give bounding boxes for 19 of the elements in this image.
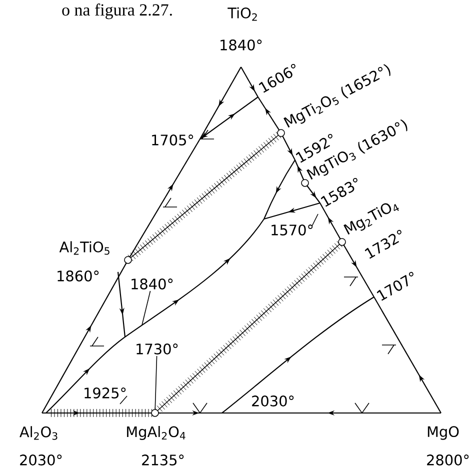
compound-label: MgO <box>428 426 459 440</box>
compound-label: MgAl$_{2}$O$_{4}$ <box>127 426 186 440</box>
leader-line <box>154 356 158 410</box>
compound-label: TiO$_{2}$ <box>228 7 257 21</box>
temperature-label: 1925° <box>84 388 126 398</box>
temperature-label: 2135° <box>142 454 184 466</box>
temperature-label: 1705° <box>152 134 194 146</box>
compound-point <box>151 409 159 417</box>
leader-line <box>142 290 151 326</box>
temperature-label: 2030° <box>252 396 294 406</box>
temperature-label: 1840° <box>220 40 262 50</box>
boundary-curve <box>124 218 264 338</box>
temperature-label: 2800° <box>427 454 469 466</box>
compound-label: Al$_{2}$O$_{3}$ <box>20 426 58 440</box>
caption-fragment: o na figura 2.27. <box>62 4 172 20</box>
temperature-label: 1730° <box>136 344 178 354</box>
temperature-label: 2030° <box>20 454 62 466</box>
compound-label: Al$_{2}$TiO$_{5}$ <box>59 241 110 255</box>
temperature-label: 1860° <box>58 270 99 282</box>
